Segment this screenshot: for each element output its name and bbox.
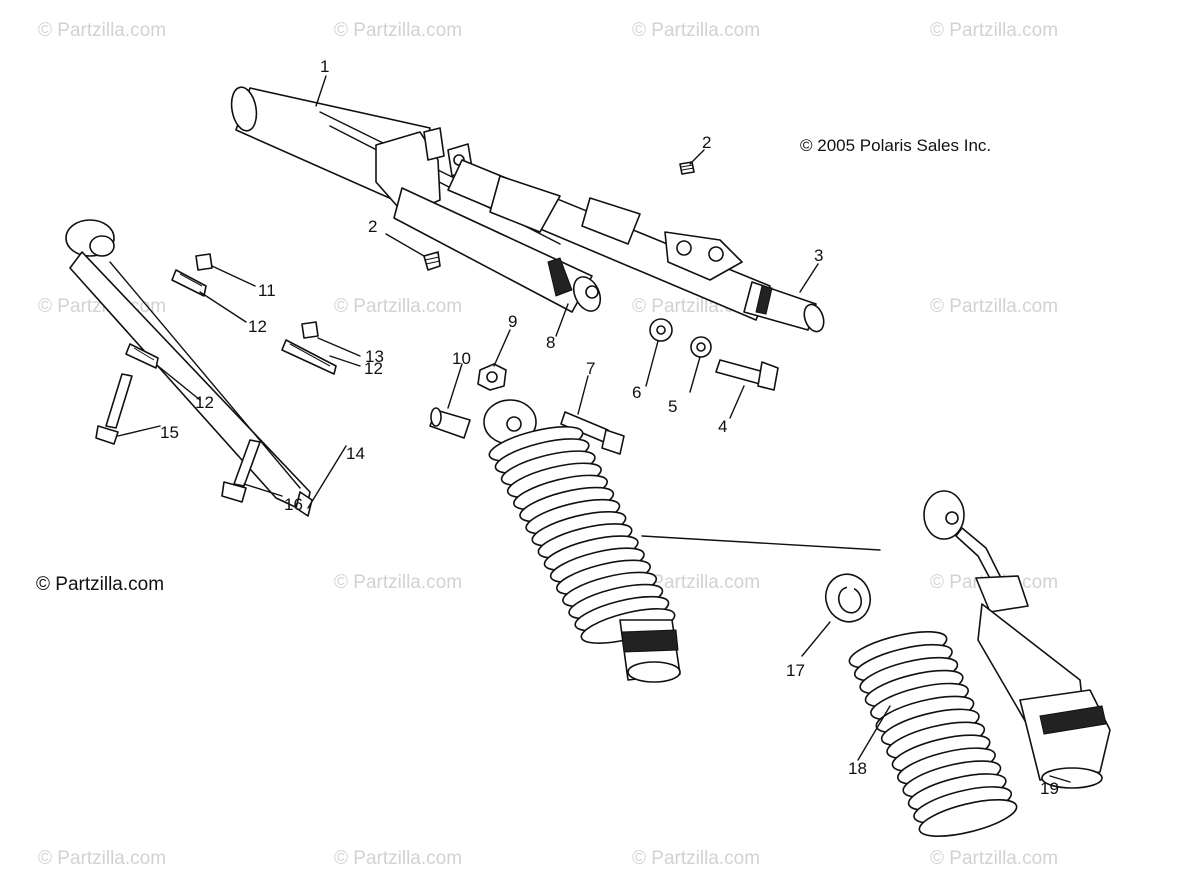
callout-label: 10 — [452, 349, 471, 368]
watermark: © Partzilla.com — [632, 20, 761, 41]
watermark: © Partzilla.com — [334, 20, 463, 41]
bolt-icon — [560, 411, 625, 455]
watermark: © Partzilla.com — [930, 848, 1059, 869]
callout-label: 5 — [668, 397, 678, 416]
fastener-icon — [125, 253, 337, 375]
watermark: © Partzilla.com — [38, 848, 167, 869]
grease-fitting-icon — [423, 161, 695, 271]
watermark: © Partzilla.com — [334, 572, 463, 593]
callout-label: 18 — [848, 759, 867, 778]
callout-label: 1 — [320, 57, 330, 76]
callout-label: 6 — [632, 383, 642, 402]
nut-icon — [477, 363, 507, 391]
callout-label: 13 — [365, 347, 384, 366]
copyright-notice: © 2005 Polaris Sales Inc. — [800, 136, 992, 155]
callout-label: 14 — [346, 444, 365, 463]
callout-label: 12 — [364, 359, 383, 378]
washer-icon — [649, 318, 712, 358]
callout-label: 16 — [284, 495, 303, 514]
swing-arm-assembly-icon — [230, 86, 825, 333]
watermark: © Partzilla.com — [334, 848, 463, 869]
callout-label: 4 — [718, 417, 728, 436]
watermark: © Partzilla.com — [38, 20, 167, 41]
coil-spring-icon — [848, 631, 1018, 837]
callout-label: 19 — [1040, 779, 1059, 798]
spacer-icon — [429, 407, 471, 439]
callout-label: 15 — [160, 423, 179, 442]
watermark: © Partzilla.com — [632, 848, 761, 869]
callout-label: 3 — [814, 246, 824, 265]
callout-label: 2 — [368, 217, 378, 236]
shock-body-icon — [923, 490, 1111, 789]
watermark: © Partzilla.com — [334, 296, 463, 317]
callout-label: 8 — [546, 333, 556, 352]
bolt-icon — [715, 359, 779, 391]
callout-label: 9 — [508, 312, 518, 331]
callout-label: 7 — [586, 359, 596, 378]
torque-link-icon — [65, 219, 313, 517]
callout-label: 11 — [258, 281, 276, 300]
bolt-icon — [95, 373, 261, 503]
callout-label: 12 — [195, 393, 214, 412]
watermark: © Partzilla.com — [632, 572, 761, 593]
spring-coil — [918, 799, 1018, 837]
watermark: © Partzilla.com — [930, 20, 1059, 41]
rear-shock-absorber-icon — [483, 399, 681, 683]
partzilla-mark: © Partzilla.com — [36, 574, 165, 595]
spring-retainer-icon — [824, 573, 872, 623]
watermark: © Partzilla.com — [930, 296, 1059, 317]
callout-label: 2 — [702, 133, 712, 152]
callout-label: 17 — [786, 661, 805, 680]
callout-label: 12 — [248, 317, 267, 336]
